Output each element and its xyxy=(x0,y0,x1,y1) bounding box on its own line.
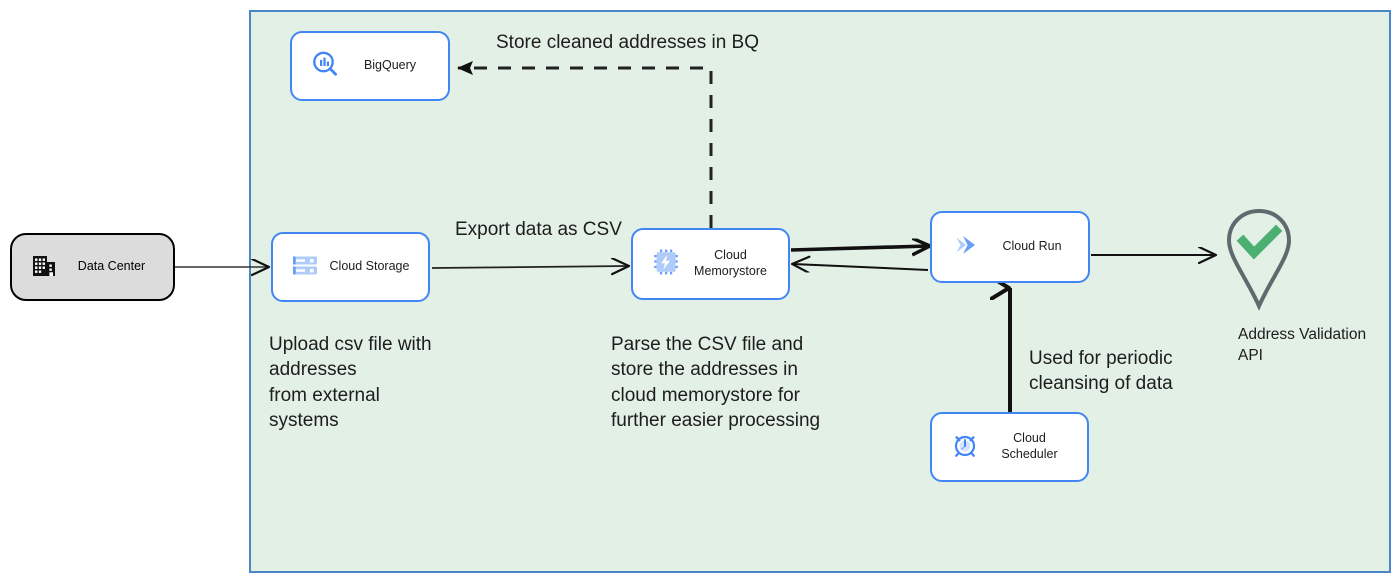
edge-label-periodic-cleansing: Used for periodic cleansing of data xyxy=(1029,348,1173,394)
node-label: Cloud Scheduler xyxy=(1001,431,1058,461)
cloud-run-icon xyxy=(950,230,984,265)
datacenter-icon xyxy=(30,251,58,284)
node-label: Cloud Memorystore xyxy=(694,248,767,278)
cloud-scheduler-icon xyxy=(950,430,980,465)
address-validation-api-label: Address Validation API xyxy=(1238,326,1367,364)
bigquery-icon xyxy=(310,49,340,84)
note-upload-csv: Upload csv file with addresses from exte… xyxy=(269,334,432,431)
node-data-center[interactable]: Data Center xyxy=(10,233,175,301)
cloud-storage-icon xyxy=(291,251,319,284)
map-pin-check-icon xyxy=(1226,208,1292,311)
gcp-boundary-container xyxy=(249,10,1391,573)
edge-label-store-cleaned: Store cleaned addresses in BQ xyxy=(496,32,759,53)
node-label: BigQuery xyxy=(363,58,417,73)
node-address-validation-api[interactable] xyxy=(1220,207,1298,312)
node-cloud-storage[interactable]: Cloud Storage xyxy=(271,232,430,302)
node-label: Cloud Run xyxy=(1002,239,1062,254)
node-label: Data Center xyxy=(77,259,146,274)
node-bigquery[interactable]: BigQuery xyxy=(290,31,450,101)
node-label: Cloud Storage xyxy=(329,259,410,274)
node-cloud-memorystore[interactable]: Cloud Memorystore xyxy=(631,228,790,300)
node-cloud-run[interactable]: Cloud Run xyxy=(930,211,1090,283)
edge-label-export-csv: Export data as CSV xyxy=(455,219,622,240)
note-parse-csv: Parse the CSV file and store the address… xyxy=(611,334,821,431)
node-cloud-scheduler[interactable]: Cloud Scheduler xyxy=(930,412,1089,482)
cloud-memorystore-icon xyxy=(651,247,681,282)
